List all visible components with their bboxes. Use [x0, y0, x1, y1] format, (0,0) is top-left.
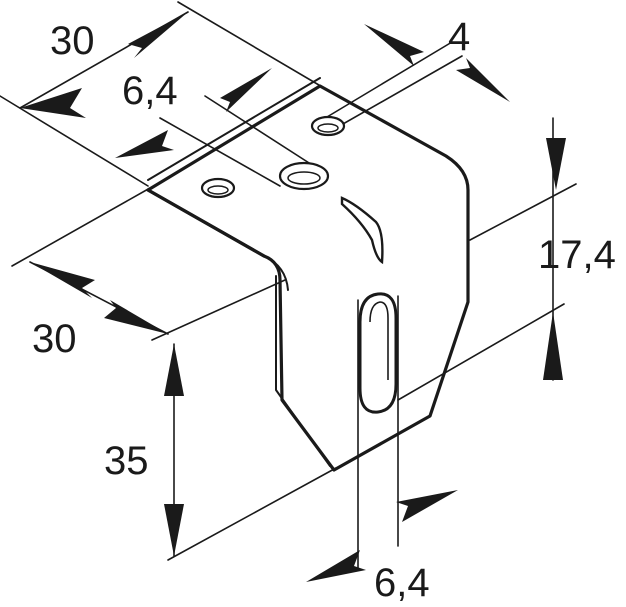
extension-line: [469, 183, 577, 241]
tab-shape: [340, 196, 384, 265]
side-edge: [275, 275, 331, 467]
top-edge: [147, 77, 321, 181]
dim-top-width: 30: [50, 19, 95, 63]
slot-inner-edge: [369, 301, 389, 380]
arrowheads: [20, 12, 566, 582]
bend-curve: [263, 255, 289, 291]
leader-line: [321, 41, 453, 121]
bend-edge: [146, 188, 266, 258]
dim-edge-offset: 4: [448, 15, 470, 59]
dim-side-depth: 30: [32, 317, 77, 361]
dim-slot-width: 6,4: [374, 561, 430, 605]
bracket-body: [146, 84, 470, 472]
leader-line: [159, 117, 281, 187]
center-hole-inner: [287, 171, 321, 185]
slot: [358, 292, 398, 414]
arrowhead: [396, 490, 458, 522]
leader-line: [335, 55, 463, 129]
extension-line: [11, 187, 151, 267]
arrowhead: [20, 88, 86, 118]
arrowhead: [456, 58, 510, 102]
dim-hole-diameter: 6,4: [122, 69, 178, 113]
arrowhead: [128, 12, 188, 58]
dim-height: 35: [104, 439, 149, 483]
center-hole: [278, 161, 330, 191]
dimension-lines: [0, 1, 577, 569]
holes: [200, 115, 346, 199]
extension-line: [167, 467, 337, 561]
extension-line: [151, 279, 286, 341]
arrowhead: [364, 24, 424, 66]
bracket-outline: [146, 77, 470, 472]
tab: [340, 196, 384, 265]
hole-inner: [317, 123, 339, 133]
dimension-line: [19, 11, 189, 109]
arrowhead: [115, 130, 174, 158]
extension-line: [177, 1, 325, 89]
arrowhead: [546, 138, 566, 190]
arrowhead: [220, 68, 272, 112]
hole-inner: [207, 185, 229, 195]
dim-slot-height: 17,4: [538, 233, 616, 277]
slot-shape: [358, 292, 398, 414]
dimension-line: [29, 261, 169, 335]
leader-line: [204, 95, 321, 171]
extension-line: [0, 95, 149, 187]
arrowhead: [306, 550, 366, 582]
extension-line: [397, 303, 565, 401]
